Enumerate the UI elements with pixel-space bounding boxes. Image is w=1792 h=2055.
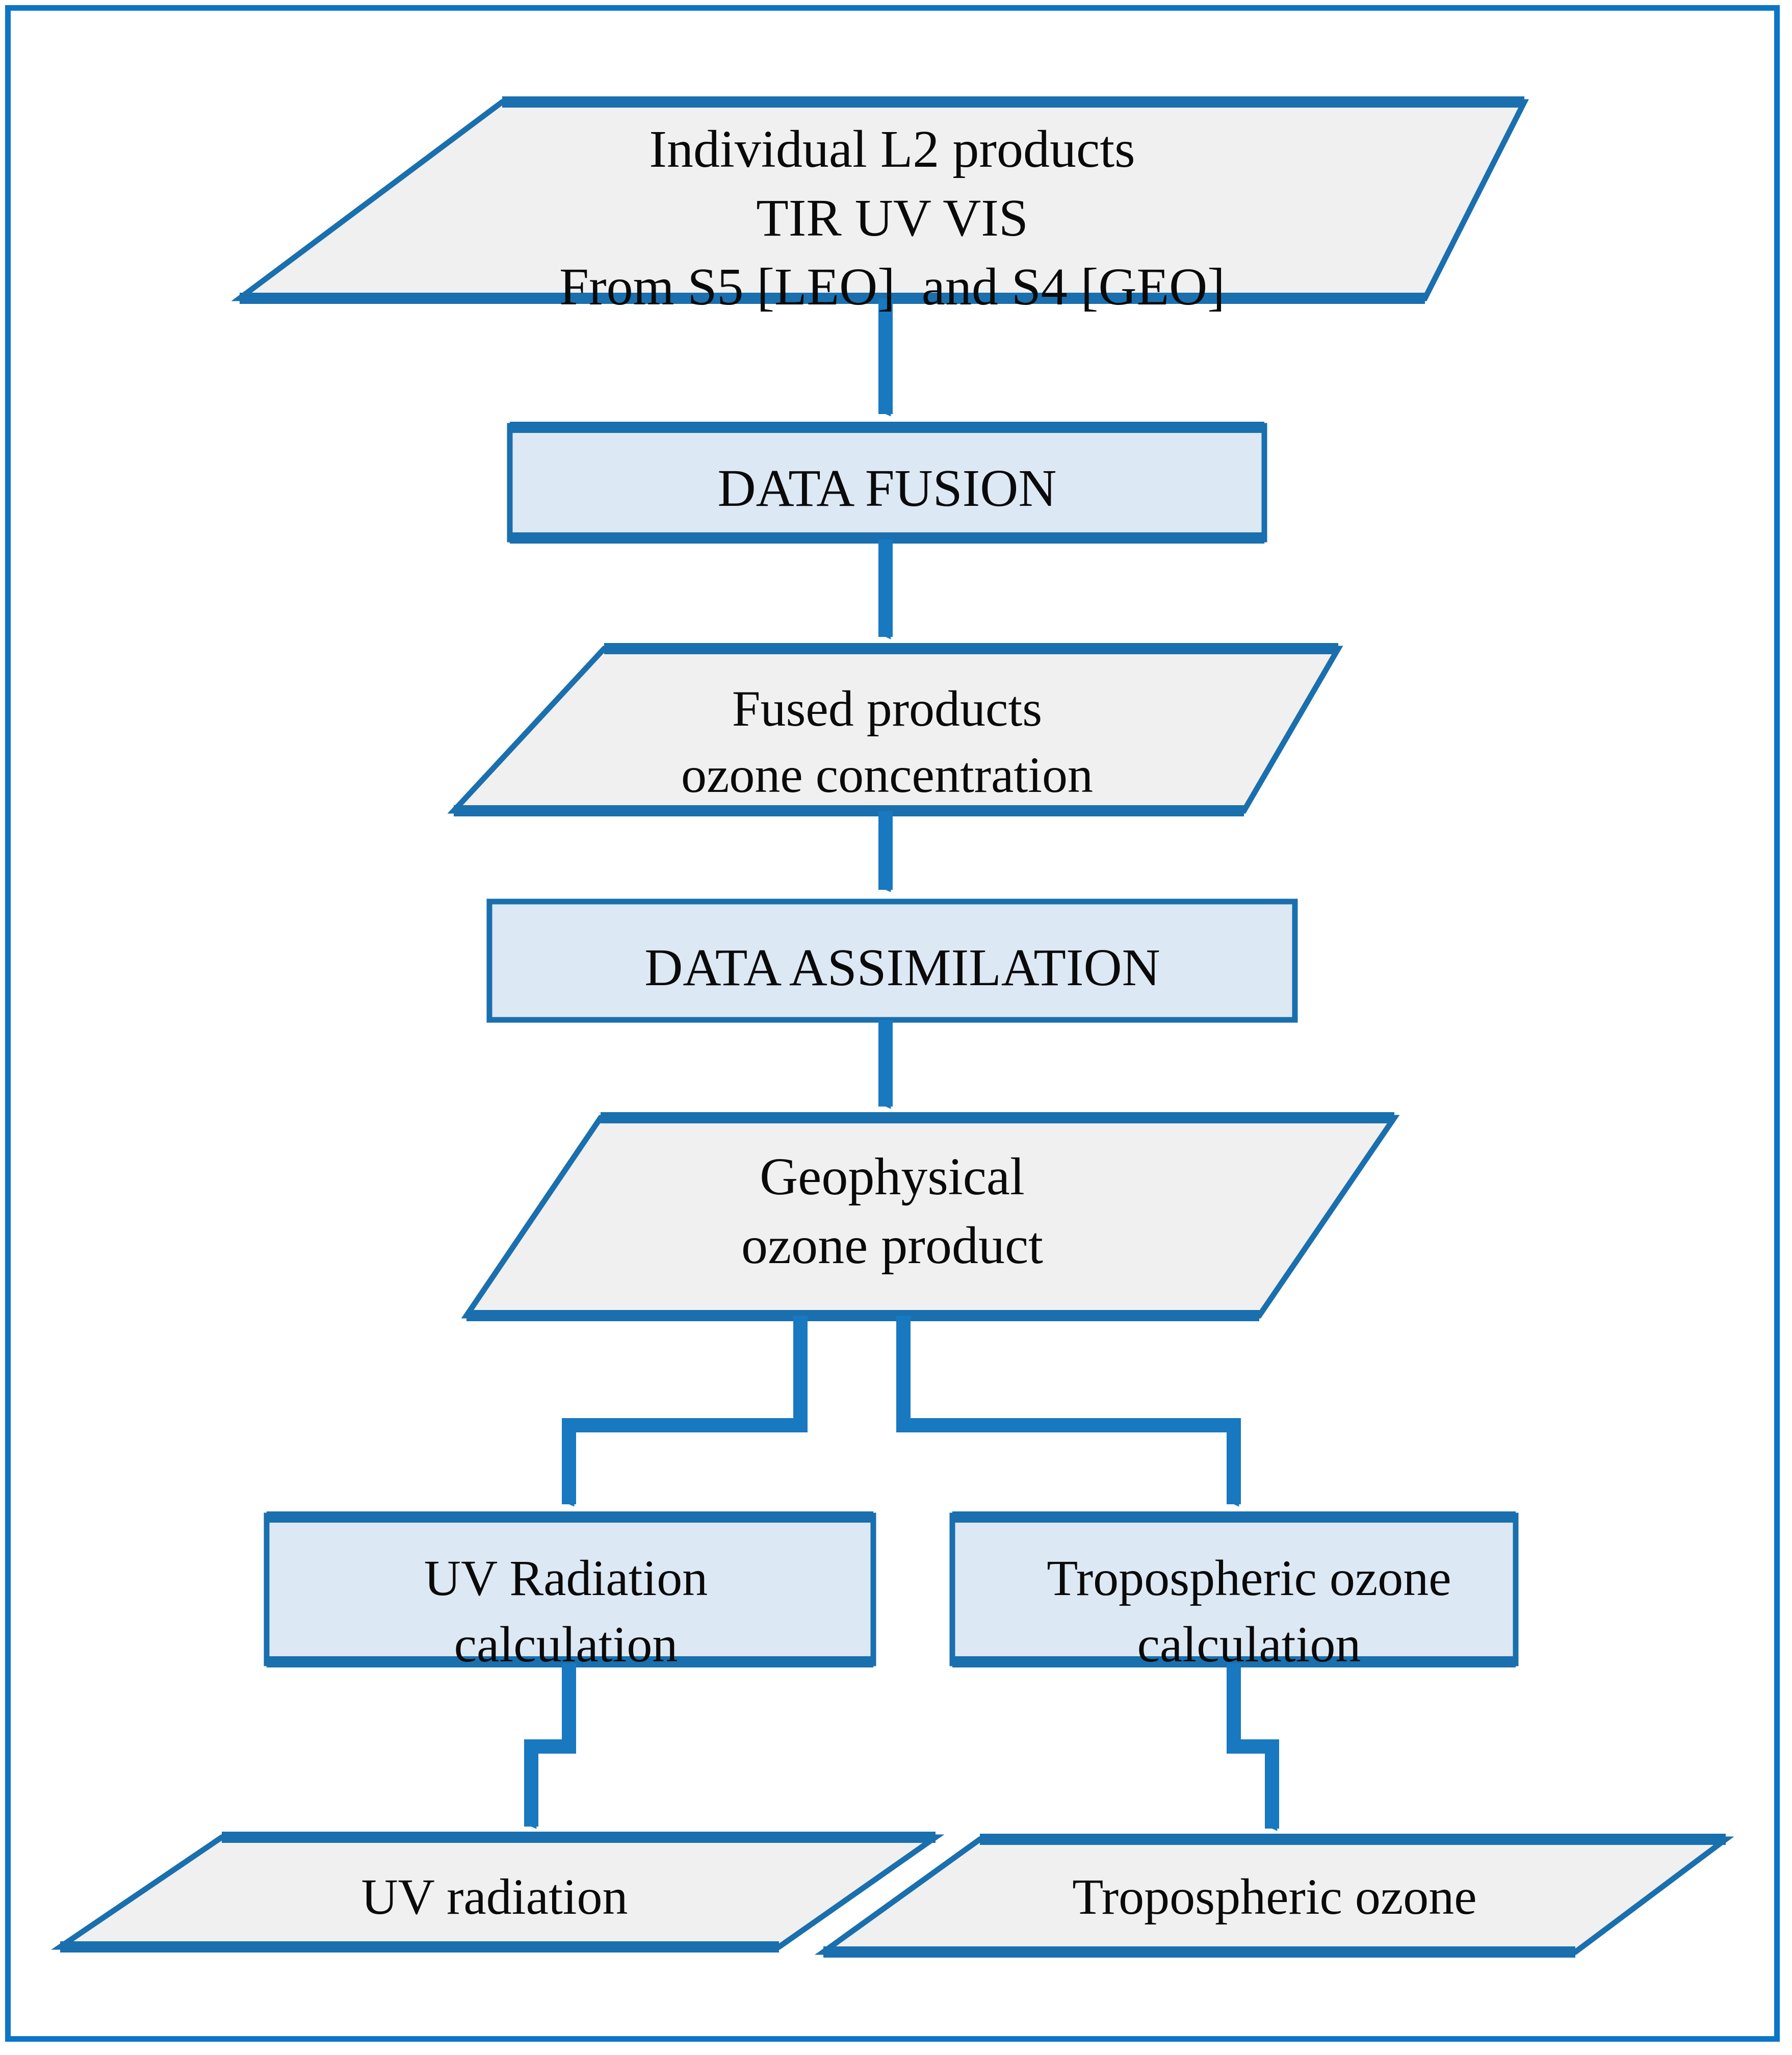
node-uv-radiation-calculation[interactable] (264, 1511, 876, 1667)
edge-tropospheric-calculation-to-tropospheric-output (1227, 1663, 1279, 1831)
edge-uv-calculation-to-uv-output (524, 1663, 576, 1829)
node-tropospheric-ozone-calculation[interactable] (949, 1511, 1519, 1667)
node-data-assimilation[interactable] (486, 898, 1298, 1023)
edge-geophysical-to-uv-calculation (562, 1316, 808, 1507)
edge-geophysical-to-tropospheric-calculation (896, 1316, 1241, 1507)
node-individual-l2-products[interactable] (231, 96, 1529, 304)
node-fused-products[interactable] (447, 643, 1343, 816)
node-data-fusion[interactable] (507, 422, 1267, 544)
node-geophysical-ozone-product[interactable] (461, 1112, 1400, 1321)
node-uv-radiation-output[interactable] (51, 1832, 945, 1953)
node-tropospheric-ozone-output[interactable] (814, 1834, 1734, 1958)
diagram-frame-border (5, 5, 1780, 2042)
